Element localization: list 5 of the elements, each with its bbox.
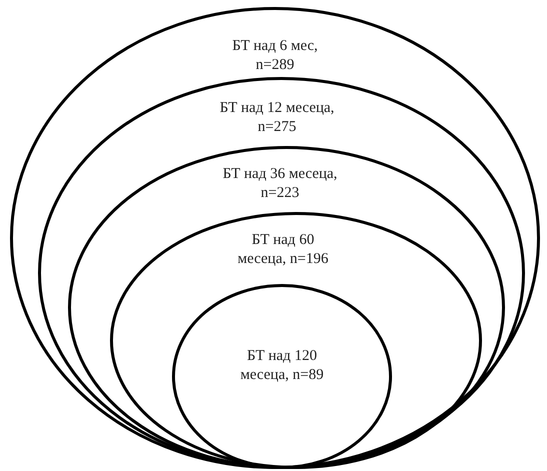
ellipse-label: БТ над 60 месеца, n=196	[236, 231, 330, 269]
ellipse-label: БТ над 12 месеца, n=275	[218, 99, 336, 137]
ellipse-label: БТ над 36 месеца, n=223	[222, 165, 338, 203]
ellipse-label: БТ над 120 месеца, n=89	[239, 347, 325, 385]
ellipse-label: БТ над 6 мес, n=289	[231, 37, 319, 75]
